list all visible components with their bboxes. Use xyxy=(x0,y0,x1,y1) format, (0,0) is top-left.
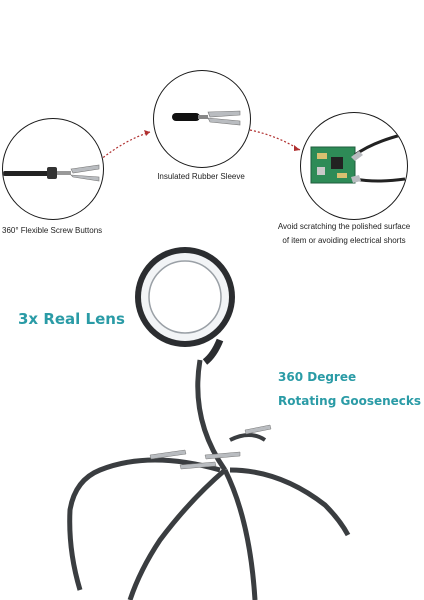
feature-lens: 3x Real Lens xyxy=(18,310,125,328)
clip-illustration xyxy=(3,164,100,182)
feature-rotation-line2: Rotating Goosenecks xyxy=(278,394,422,408)
caption-screw-buttons: 360° Flexible Screw Buttons xyxy=(2,226,103,235)
detail-circle-pcb xyxy=(300,112,408,220)
clip-jaw-bottom xyxy=(70,174,100,182)
gooseneck-left xyxy=(67,457,221,591)
gooseneck-bottom xyxy=(222,468,258,600)
detail-circle-rubber-sleeve xyxy=(153,70,251,168)
rubber-sleeve-icon xyxy=(172,113,200,121)
caption-rubber-sleeve: Insulated Rubber Sleeve xyxy=(157,172,245,181)
detail-circle-screw-buttons xyxy=(2,118,104,220)
main-gooseneck xyxy=(195,359,228,472)
gooseneck-right xyxy=(229,467,351,537)
gooseneck-segment xyxy=(3,171,49,176)
screw-button-icon xyxy=(47,167,57,179)
gooseneck-bottom-left xyxy=(127,468,227,600)
pcb-illustration xyxy=(310,133,406,184)
arrow-head-right xyxy=(294,145,300,151)
clip-jaw-top xyxy=(70,164,100,174)
sleeve-clip-illustration xyxy=(172,110,241,126)
caption-pcb-line1: Avoid scratching the polished surface xyxy=(277,222,411,231)
arrow-head-left xyxy=(144,130,150,136)
caption-pcb-line2: of item or avoiding electrical shorts xyxy=(282,236,406,245)
magnifier-lens xyxy=(148,260,222,334)
clip-icon xyxy=(149,449,187,460)
feature-rotation-line1: 360 Degree xyxy=(278,370,357,384)
